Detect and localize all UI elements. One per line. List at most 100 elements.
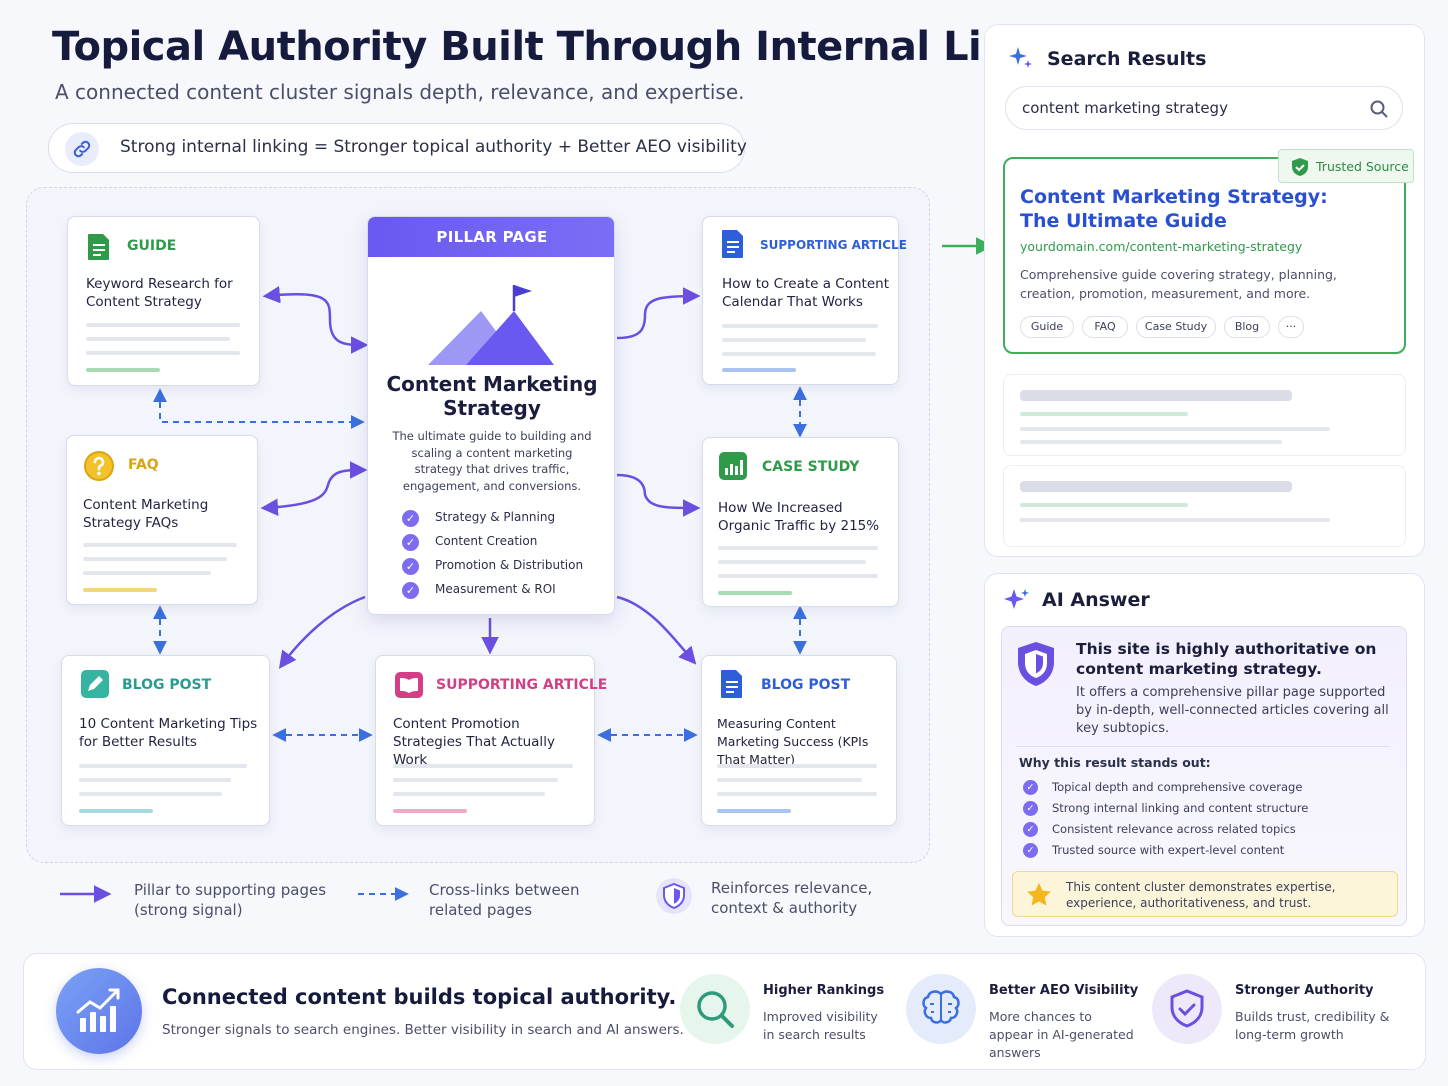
book-icon xyxy=(395,672,423,698)
card-kind: CASE STUDY xyxy=(762,459,860,475)
search-results-heading: Search Results xyxy=(1047,48,1207,70)
search-input[interactable]: content marketing strategy xyxy=(1005,86,1403,130)
link-icon xyxy=(65,132,99,166)
card-guide[interactable]: GUIDE Keyword Research for Content Strat… xyxy=(67,216,260,386)
search-results-panel: Search Results content marketing strateg… xyxy=(984,24,1425,557)
card-title: 10 Content Marketing Tips for Better Res… xyxy=(79,716,258,750)
ai-reason: Topical depth and comprehensive coverage xyxy=(1052,780,1303,794)
sparkle-icon xyxy=(1004,589,1029,609)
pillar-topic: Promotion & Distribution xyxy=(435,558,584,572)
shield-check-icon xyxy=(1152,974,1222,1044)
card-title: Content Marketing Strategy FAQs xyxy=(83,497,209,531)
benefit-desc: More chances to appear in AI-generated a… xyxy=(989,1009,1134,1060)
pillar-title: Content Marketing Strategy xyxy=(386,372,598,420)
card-faq[interactable]: FAQ Content Marketing Strategy FAQs xyxy=(66,435,258,605)
card-blog-post-kpis[interactable]: BLOG POST Measuring Content Marketing Su… xyxy=(701,655,897,826)
card-title: Measuring Content Marketing Success (KPI… xyxy=(717,716,869,767)
mountain-flag-icon xyxy=(428,285,554,365)
shield-icon xyxy=(1018,642,1054,686)
check-icon: ✓ xyxy=(402,558,419,575)
pillar-topic: Strategy & Planning xyxy=(435,510,556,524)
top-search-result[interactable]: Trusted Source Content Marketing Strateg… xyxy=(1003,149,1414,354)
growth-chart-icon xyxy=(56,968,142,1054)
card-case-study[interactable]: CASE STUDY How We Increased Organic Traf… xyxy=(702,437,899,607)
question-icon xyxy=(84,451,114,481)
card-kind: GUIDE xyxy=(127,238,177,254)
card-kind: SUPPORTING ARTICLE xyxy=(760,238,907,252)
tagline-text: Strong internal linking = Stronger topic… xyxy=(120,137,747,157)
result-title-link[interactable]: Content Marketing Strategy: The Ultimate… xyxy=(1020,186,1328,232)
card-supporting-article-calendar[interactable]: SUPPORTING ARTICLE How to Create a Conte… xyxy=(702,216,907,385)
pillar-label: PILLAR PAGE xyxy=(368,217,614,257)
document-icon xyxy=(722,230,743,258)
document-icon xyxy=(721,670,742,698)
card-title: Content Promotion Strategies That Actual… xyxy=(393,716,555,768)
check-icon: ✓ xyxy=(402,582,419,599)
legend-solid-label: Pillar to supporting pages (strong signa… xyxy=(134,881,327,919)
pillar-page-card[interactable]: PILLAR PAGE Content Marketing Strategy T… xyxy=(367,216,615,615)
brain-icon xyxy=(906,974,976,1044)
placeholder-result xyxy=(1003,465,1406,547)
search-icon[interactable] xyxy=(1369,99,1389,119)
result-chip[interactable]: Case Study xyxy=(1136,316,1216,338)
ai-answer-panel: AI Answer This site is highly authoritat… xyxy=(984,573,1425,937)
benefit-title: Stronger Authority xyxy=(1235,983,1374,998)
divider xyxy=(1016,746,1390,747)
pillar-topic: Measurement & ROI xyxy=(435,582,556,596)
card-kind: BLOG POST xyxy=(122,677,212,693)
ai-note-text: This content cluster demonstrates expert… xyxy=(1066,880,1336,910)
link-pillar-calendar xyxy=(616,287,701,340)
card-kind: SUPPORTING ARTICLE xyxy=(436,677,608,693)
result-chip-more[interactable]: ··· xyxy=(1278,316,1304,338)
trusted-source-label: Trusted Source xyxy=(1316,159,1409,174)
card-kind: FAQ xyxy=(128,457,159,473)
ai-answer-text: It offers a comprehensive pillar page su… xyxy=(1076,685,1389,736)
placeholder-result xyxy=(1003,374,1406,456)
result-chip[interactable]: Blog xyxy=(1224,316,1270,338)
benefit-desc: Improved visibility in search results xyxy=(763,1009,878,1042)
ai-note-callout: This content cluster demonstrates expert… xyxy=(1012,871,1398,917)
legend-dashed-label: Cross-links between related pages xyxy=(429,881,580,919)
result-chip[interactable]: FAQ xyxy=(1082,316,1128,338)
card-supporting-article-promotion[interactable]: SUPPORTING ARTICLE Content Promotion Str… xyxy=(375,655,607,826)
benefit-title: Higher Rankings xyxy=(763,983,885,998)
chart-icon xyxy=(719,452,747,480)
benefit-desc: Builds trust, credibility & long-term gr… xyxy=(1235,1009,1390,1042)
result-chip[interactable]: Guide xyxy=(1020,316,1074,338)
ai-answer-headline: This site is highly authoritative on con… xyxy=(1076,640,1377,678)
shield-icon xyxy=(656,878,692,914)
banner-title: Connected content builds topical authori… xyxy=(162,985,677,1009)
link-pillar-guide xyxy=(262,285,369,354)
result-url[interactable]: yourdomain.com/content-marketing-strateg… xyxy=(1020,239,1303,254)
link-pillar-casestudy xyxy=(616,473,701,517)
crosslink-guide-pillar xyxy=(153,388,365,429)
document-icon xyxy=(88,234,109,260)
shield-check-icon xyxy=(1292,158,1308,176)
check-icon: ✓ xyxy=(1023,822,1038,837)
ai-reason: Trusted source with expert-level content xyxy=(1052,843,1285,857)
card-blog-post-tips[interactable]: BLOG POST 10 Content Marketing Tips for … xyxy=(61,655,270,826)
check-icon: ✓ xyxy=(1023,780,1038,795)
pillar-description: The ultimate guide to building and scali… xyxy=(392,429,592,493)
tagline-pill: Strong internal linking = Stronger topic… xyxy=(48,123,747,173)
card-title: Keyword Research for Content Strategy xyxy=(86,276,233,310)
pencil-icon xyxy=(81,670,109,698)
ai-reason: Consistent relevance across related topi… xyxy=(1052,822,1296,836)
page-subtitle: A connected content cluster signals dept… xyxy=(55,80,745,104)
ai-reason: Strong internal linking and content stru… xyxy=(1052,801,1309,815)
check-icon: ✓ xyxy=(402,534,419,551)
search-query: content marketing strategy xyxy=(1022,99,1228,117)
link-pillar-blog2 xyxy=(616,595,697,665)
pillar-topic: Content Creation xyxy=(435,534,538,548)
card-title: How We Increased Organic Traffic by 215% xyxy=(718,500,880,534)
trusted-source-badge: Trusted Source xyxy=(1278,149,1414,183)
link-pillar-faq xyxy=(260,461,368,516)
benefit-title: Better AEO Visibility xyxy=(989,983,1139,998)
card-kind: BLOG POST xyxy=(761,677,851,693)
result-description: Comprehensive guide covering strategy, p… xyxy=(1020,267,1337,301)
sparkle-icon xyxy=(1009,47,1032,68)
check-icon: ✓ xyxy=(402,510,419,527)
page-title: Topical Authority Built Through Internal… xyxy=(52,24,1059,70)
link-pillar-blog1 xyxy=(278,595,366,669)
